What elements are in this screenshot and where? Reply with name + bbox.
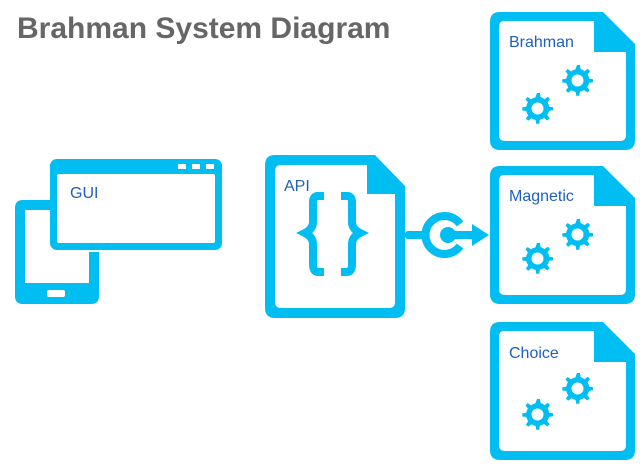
- module-label-choice: Choice: [509, 345, 559, 362]
- module-brahman[interactable]: [490, 12, 635, 150]
- module-magnetic[interactable]: [490, 166, 635, 304]
- module-label-magnetic: Magnetic: [509, 188, 574, 205]
- gui-node[interactable]: [15, 159, 222, 304]
- page-title: Brahman System Diagram: [17, 12, 391, 45]
- curly-braces-icon: [296, 192, 369, 276]
- connector-arrow-icon: [405, 212, 489, 258]
- api-node[interactable]: [265, 155, 405, 318]
- tablet-icon: [15, 200, 99, 304]
- gui-label: GUI: [70, 185, 99, 202]
- module-label-brahman: Brahman: [509, 34, 574, 51]
- window-icon: [50, 159, 222, 250]
- module-choice[interactable]: [490, 322, 635, 460]
- api-label: API: [284, 178, 310, 195]
